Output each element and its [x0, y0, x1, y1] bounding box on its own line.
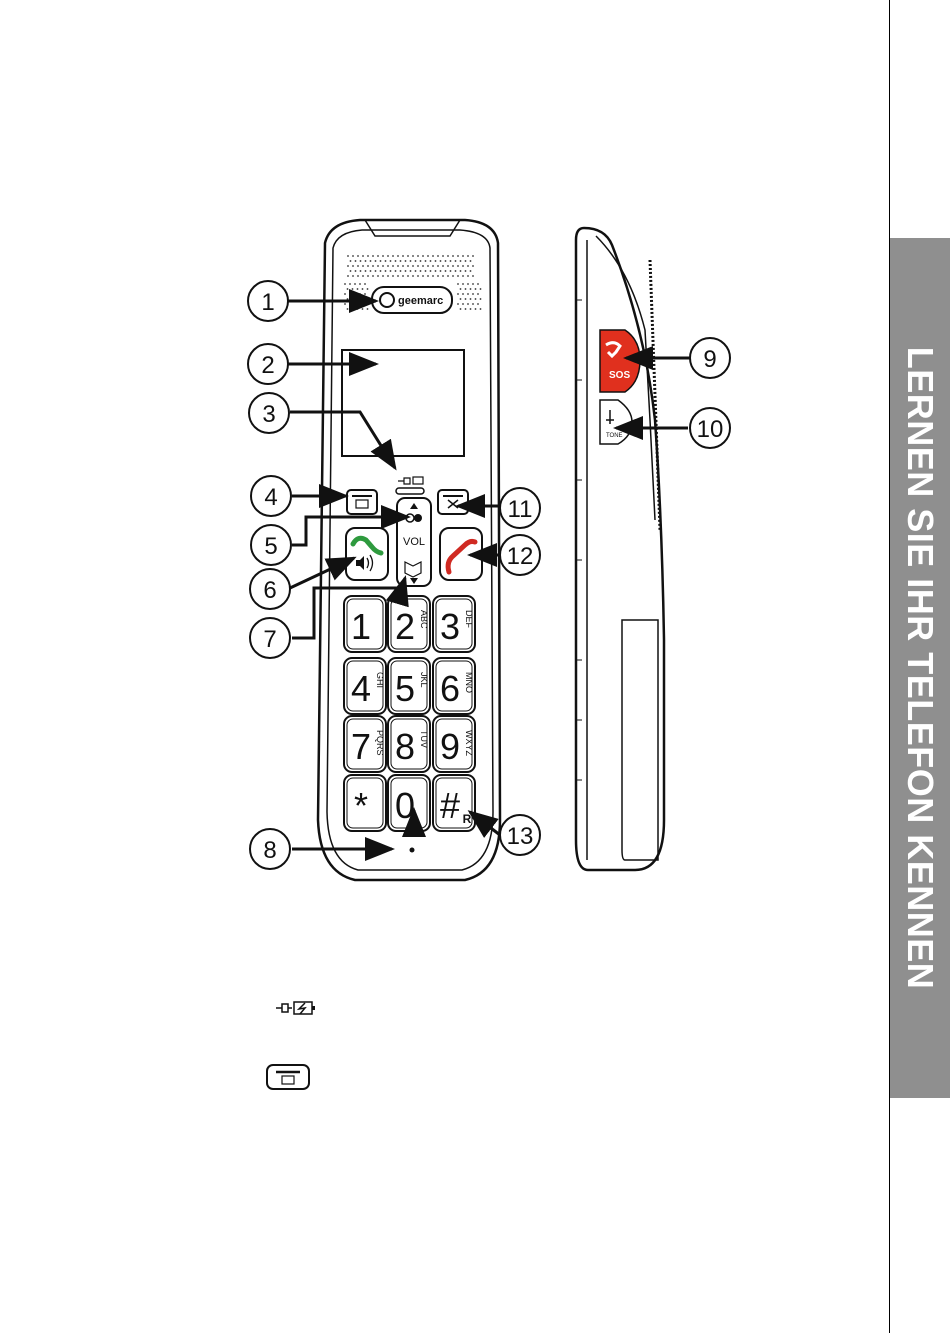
nav-vol-key[interactable]: VOL [397, 498, 431, 586]
callout-number: 12 [507, 543, 534, 570]
key-digit: 0 [395, 785, 415, 826]
callout-number: 6 [263, 577, 276, 604]
key-letters: WXYZ [464, 730, 474, 757]
callout-number: 13 [507, 823, 534, 850]
key-5[interactable]: 5 JKL [388, 658, 430, 714]
key-digit: 1 [351, 606, 371, 647]
callout-2: 2 [248, 344, 288, 384]
vol-label: VOL [403, 536, 425, 548]
callout-6: 6 [250, 569, 290, 609]
callout-12: 12 [500, 535, 540, 575]
key-7[interactable]: 7 PQRS [344, 716, 386, 772]
key-11[interactable]: 0 [388, 775, 430, 831]
callout-13: 13 [500, 815, 540, 855]
key-10[interactable]: * [344, 775, 386, 831]
callout-3: 3 [249, 393, 289, 433]
display-screen [342, 350, 464, 456]
key-digit: 7 [351, 726, 371, 767]
handset-front: geemarc VOL [318, 220, 500, 880]
callout-number: 3 [262, 401, 275, 428]
callout-number: 7 [263, 626, 276, 653]
charging-icon [274, 998, 318, 1018]
callout-11: 11 [500, 488, 540, 528]
brand-logo-text: geemarc [398, 295, 443, 307]
key-12[interactable]: #R [433, 775, 475, 831]
menu-left-key[interactable] [347, 490, 377, 514]
key-digit: 6 [440, 668, 460, 709]
key-digit: 2 [395, 606, 415, 647]
menu-right-key[interactable] [438, 490, 468, 514]
key-digit: 4 [351, 668, 371, 709]
callout-number: 5 [264, 533, 277, 560]
key-2[interactable]: 2 ABC [388, 596, 430, 652]
key-digit: # [440, 785, 460, 826]
callout-7: 7 [250, 618, 290, 658]
key-8[interactable]: 8 TUV [388, 716, 430, 772]
key-letters: TUV [419, 730, 429, 748]
tone-label: TONE [606, 433, 623, 439]
key-letters: GHI [375, 672, 385, 688]
callout-number: 2 [261, 352, 274, 379]
callout-1: 1 [248, 281, 288, 321]
callout-5: 5 [251, 525, 291, 565]
menu-key-icon [266, 1064, 310, 1090]
key-digit: 9 [440, 726, 460, 767]
key-3[interactable]: 3 DEF [433, 596, 475, 652]
key-1[interactable]: 1 [344, 596, 386, 652]
key-letters: ABC [419, 610, 429, 629]
callout-number: 1 [261, 289, 274, 316]
sos-label: SOS [609, 370, 630, 381]
callout-number: 10 [697, 416, 724, 443]
geemarc-logo: geemarc [372, 287, 452, 313]
key-4[interactable]: 4 GHI [344, 658, 386, 714]
key-digit: 5 [395, 668, 415, 709]
sos-button[interactable]: SOS [600, 330, 640, 392]
key-letters: JKL [419, 672, 429, 688]
callout-9: 9 [690, 338, 730, 378]
key-digit: * [354, 785, 368, 826]
callout-8: 8 [250, 829, 290, 869]
callout-number: 11 [508, 496, 533, 523]
key-letters: PQRS [375, 730, 385, 756]
key-letters: DEF [464, 610, 474, 629]
callout-4: 4 [251, 476, 291, 516]
key-6[interactable]: 6 MNO [433, 658, 475, 714]
handset-side: SOS TONE [576, 228, 664, 870]
callout-number: 9 [703, 346, 716, 373]
key-digit: 8 [395, 726, 415, 767]
microphone [410, 848, 415, 853]
callout-number: 4 [264, 484, 277, 511]
key-digit: 3 [440, 606, 460, 647]
key-9[interactable]: 9 WXYZ [433, 716, 475, 772]
talk-key[interactable] [346, 528, 388, 580]
key-letters: MNO [464, 672, 474, 693]
callout-number: 8 [263, 837, 276, 864]
callout-10: 10 [690, 408, 730, 448]
